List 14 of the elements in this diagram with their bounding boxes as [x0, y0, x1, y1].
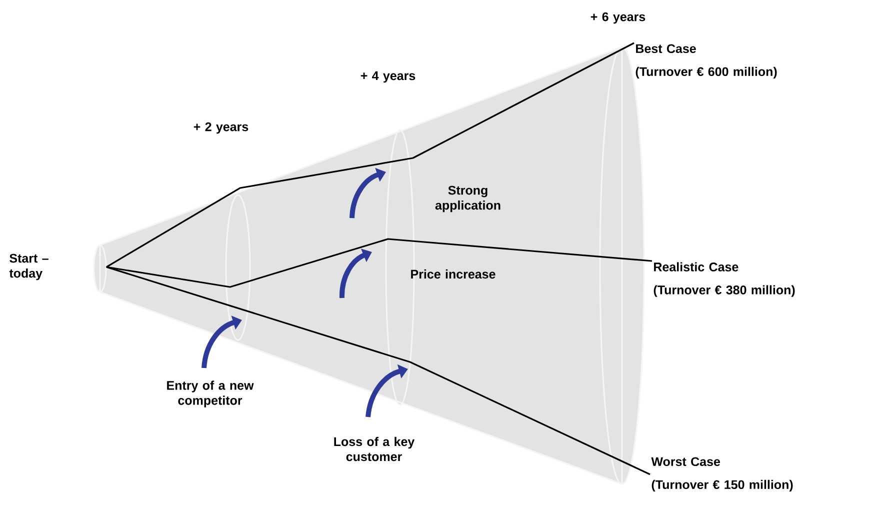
scenario-text: Start – today	[9, 254, 48, 280]
event-label: Loss of a key customer	[334, 436, 415, 462]
scenario-text: Worst Case (Turnover € 150 million)	[651, 457, 793, 492]
event-label: Price increase	[411, 269, 496, 279]
scenario-line	[106, 238, 652, 288]
scenario-text: Best Case (Turnover € 600 million)	[636, 44, 777, 79]
scenario-line	[106, 42, 634, 268]
year-label: + 6 years	[590, 12, 646, 24]
event-label: Entry of a new competitor	[167, 380, 254, 408]
scenario-line	[106, 266, 650, 476]
year-label: + 2 years	[194, 122, 248, 134]
event-label: Strong application	[435, 186, 500, 212]
scenario-text: Realistic Case (Turnover € 380 million)	[654, 262, 795, 297]
year-label: + 4 years	[360, 71, 416, 83]
